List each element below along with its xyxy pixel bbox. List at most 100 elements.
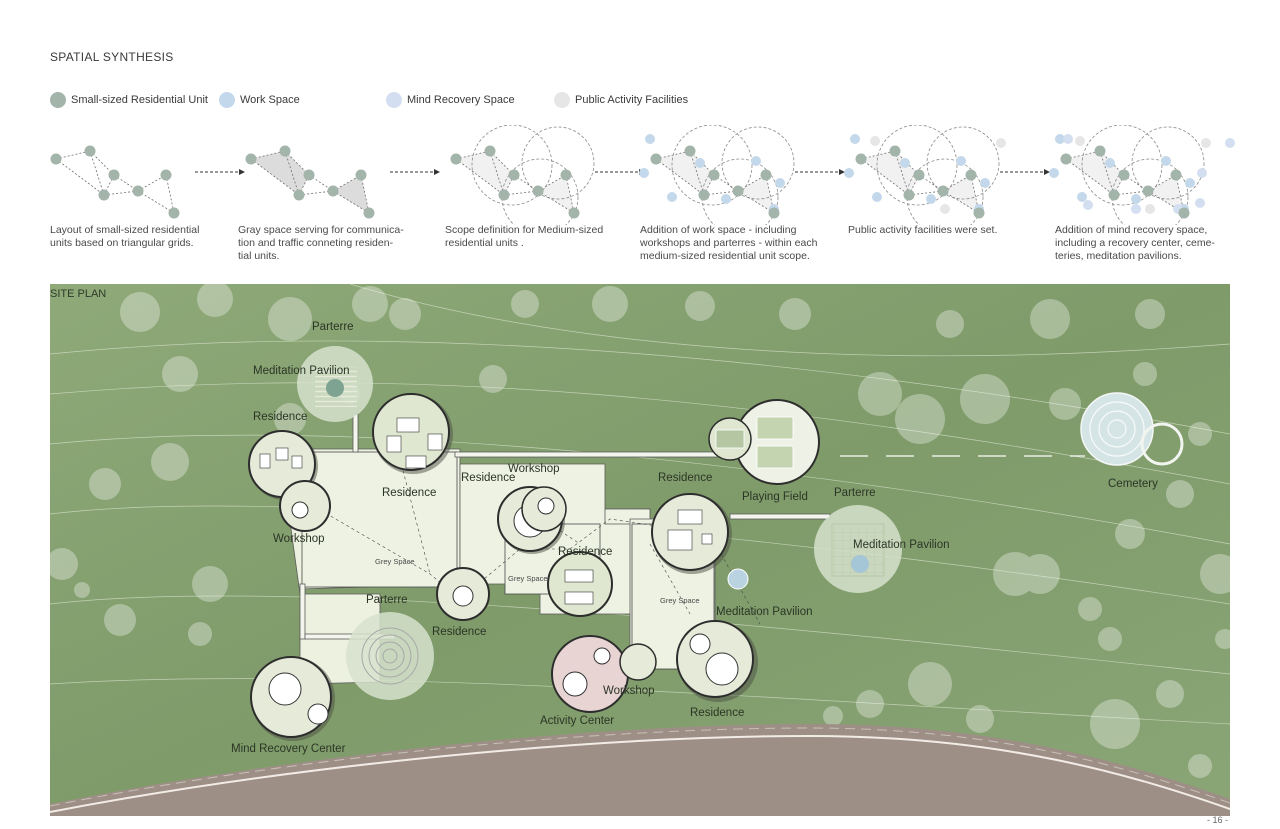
grid-link-line xyxy=(455,158,505,196)
synthesis-step-4 xyxy=(639,125,795,225)
label-residence-nw: Residence xyxy=(253,411,308,423)
grid-link-line xyxy=(332,190,370,214)
mind-recovery-dot xyxy=(1225,138,1235,148)
residential-unit-dot xyxy=(760,169,772,181)
unit-clusters xyxy=(248,346,1184,741)
grid-link-line xyxy=(137,190,175,214)
work-space-dot xyxy=(1185,178,1195,188)
grey-space-shape xyxy=(861,151,919,195)
grey-space-shape xyxy=(1148,175,1184,213)
label-residence-southeast: Residence xyxy=(690,707,745,719)
step-caption-2: Gray space serving for communica-tion an… xyxy=(238,224,404,262)
residential-dot-icon xyxy=(50,92,66,108)
work-space-dot xyxy=(775,178,785,188)
residential-unit-dot xyxy=(1170,169,1182,181)
grid-link-line xyxy=(737,190,775,214)
label-grey-space-east: Grey Space xyxy=(660,596,700,605)
label-meditation-pavilion-east: Meditation Pavilion xyxy=(853,539,950,551)
residential-unit-dot xyxy=(508,169,520,181)
grid-link-line xyxy=(55,150,91,160)
grid-link-line xyxy=(103,190,139,196)
step-caption-6: Addition of mind recovery space, includi… xyxy=(1055,224,1215,262)
work-space-dot xyxy=(844,168,854,178)
unit-scope-circle xyxy=(701,158,779,225)
site-plan-drawing xyxy=(50,284,1230,816)
legend-item-public: Public Activity Facilities xyxy=(554,92,688,108)
residential-unit-dot xyxy=(160,169,172,181)
residential-unit-dot xyxy=(650,153,662,165)
grid-link-line xyxy=(360,174,370,214)
work-space-dot xyxy=(1161,156,1171,166)
unit-scope-circle xyxy=(521,126,595,200)
legend-item-work: Work Space xyxy=(219,92,300,108)
unit-scope-circle xyxy=(671,125,753,206)
grey-space-shape xyxy=(1066,151,1124,195)
grid-link-line xyxy=(250,158,300,196)
step-caption-1: Layout of small-sized residential units … xyxy=(50,224,200,249)
label-grey-space-west: Grey Space xyxy=(375,557,415,566)
mind-recovery-dot xyxy=(1195,198,1205,208)
grid-link-line xyxy=(1065,158,1115,196)
legend-label: Public Activity Facilities xyxy=(575,94,689,106)
grid-link-line xyxy=(489,150,515,176)
work-space-dot xyxy=(956,156,966,166)
public-facility-dot xyxy=(940,204,950,214)
grid-link-line xyxy=(655,158,705,196)
residential-unit-dot xyxy=(1178,207,1190,219)
grey-space-shape xyxy=(738,175,774,213)
mind-recovery-dot xyxy=(1063,134,1073,144)
residential-unit-dot xyxy=(303,169,315,181)
grid-link-line xyxy=(565,174,575,214)
step-caption-3: Scope definition for Medium-sized reside… xyxy=(445,224,604,249)
residential-unit-dot xyxy=(684,145,696,157)
label-residence-south-center: Residence xyxy=(558,546,613,558)
legend: Small-sized Residential Unit Work Space … xyxy=(0,92,1280,112)
label-workshop-south: Workshop xyxy=(603,685,655,697)
page-title: SPATIAL SYNTHESIS xyxy=(50,50,174,64)
grid-link-line xyxy=(860,158,910,196)
grey-space-shape xyxy=(943,175,979,213)
label-meditation-pavilion-north: Meditation Pavilion xyxy=(253,365,350,377)
grid-link-line xyxy=(55,158,105,196)
work-space-dot xyxy=(850,134,860,144)
residential-unit-dot xyxy=(937,185,949,197)
work-space-dot xyxy=(1105,158,1115,168)
residential-unit-dot xyxy=(855,153,867,165)
site-plan: SITE PLAN Parterre Meditation Pavilion R… xyxy=(50,284,1230,816)
residential-unit-dot xyxy=(279,145,291,157)
public-facility-dot xyxy=(1075,136,1085,146)
residential-unit-dot xyxy=(889,145,901,157)
road-center-line xyxy=(50,727,1230,807)
label-residence-north: Residence xyxy=(382,487,437,499)
mind-dot-icon xyxy=(386,92,402,108)
legend-label: Mind Recovery Space xyxy=(407,94,515,106)
grid-link-line xyxy=(537,190,575,214)
residential-unit-dot xyxy=(903,189,915,201)
residential-unit-dot xyxy=(108,169,120,181)
work-space-dot xyxy=(926,194,936,204)
residential-unit-dot xyxy=(768,207,780,219)
grid-link-line xyxy=(284,150,310,176)
work-dot-icon xyxy=(219,92,235,108)
work-space-dot xyxy=(695,158,705,168)
label-residence-center: Residence xyxy=(461,472,516,484)
work-space-dot xyxy=(872,192,882,202)
label-mind-recovery-center: Mind Recovery Center xyxy=(231,743,346,755)
unit-scope-circle xyxy=(876,125,958,206)
grid-link-line xyxy=(165,174,175,214)
work-space-dot xyxy=(1077,192,1087,202)
residential-unit-dot xyxy=(1118,169,1130,181)
residential-unit-dot xyxy=(132,185,144,197)
synthesis-step-2 xyxy=(245,145,375,219)
residential-unit-dot xyxy=(913,169,925,181)
grid-link-line xyxy=(942,190,980,214)
legend-label: Work Space xyxy=(240,94,300,106)
label-parterre-east: Parterre xyxy=(834,487,876,499)
synthesis-step-6 xyxy=(1049,125,1235,225)
residential-unit-dot xyxy=(355,169,367,181)
residential-unit-dot xyxy=(732,185,744,197)
legend-item-mind: Mind Recovery Space xyxy=(386,92,515,108)
grid-link-line xyxy=(703,190,739,196)
label-meditation-pavilion-center: Meditation Pavilion xyxy=(716,606,813,618)
unit-scope-circle xyxy=(906,158,984,225)
